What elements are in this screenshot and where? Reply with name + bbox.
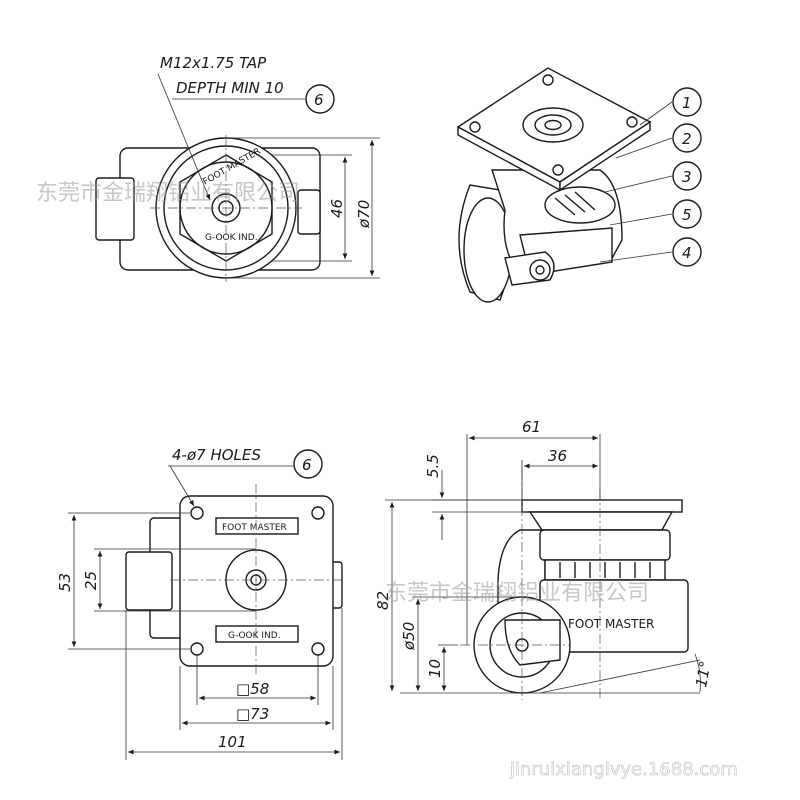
dim-53-text: 53: [56, 573, 74, 592]
iso-boss-hole: [544, 119, 562, 131]
top-view: FOOT MASTER G-OOK IND. M12x1.75 TAP DEPT…: [95, 54, 380, 282]
callout-3-number: 3: [682, 168, 692, 186]
tap-callout-circle: [305, 84, 335, 114]
plan-hole-tr: [311, 506, 325, 520]
plan-view: FOOT MASTER G-OOK IND. 4-ø7 HOLES 6 53 2…: [56, 446, 345, 760]
callout-3-leader: [604, 175, 673, 193]
callout-1-number: 1: [682, 94, 692, 112]
iso-lever-pin-inner: [535, 265, 545, 275]
iso-top-plate: [456, 67, 652, 183]
plan-label-bottom: [215, 625, 299, 643]
tap-callout-number: 6: [314, 91, 324, 109]
iso-view: 1 2 3 5 4: [456, 67, 702, 303]
dim-73-text: □73: [236, 705, 269, 723]
dim-46-text: 46: [328, 199, 346, 218]
side-plate-taper: [528, 511, 674, 531]
holes-callout-number: 6: [302, 456, 312, 474]
side-ring-knurl: [559, 562, 651, 578]
tap-label-line1: M12x1.75 TAP: [160, 54, 267, 72]
dim-10-text: 10: [426, 659, 444, 678]
watermark-text-1: 东莞市金瑞翔铝业有限公司: [36, 181, 300, 206]
plan-hole-bl: [190, 642, 204, 656]
callout-2-leader: [615, 137, 673, 159]
plan-label-bottom-text: G-OOK IND.: [228, 631, 281, 641]
iso-bolt-hole-3: [626, 116, 638, 128]
callout-4-leader: [599, 251, 673, 263]
angle-11-arc: [694, 653, 701, 693]
callout-2-number: 2: [682, 130, 692, 148]
callout-1-circle: [672, 87, 702, 117]
iso-bolt-hole-4: [552, 164, 564, 176]
iso-boss-mid: [534, 114, 572, 136]
dim-5-5-text: 5.5: [424, 454, 442, 478]
plan-wheel: [125, 551, 173, 611]
callout-4-circle: [672, 237, 702, 267]
iso-bolt-hole-1: [469, 121, 481, 133]
iso-adjust-ring: [544, 186, 616, 224]
plan-hole-br: [311, 642, 325, 656]
top-view-lever: [297, 189, 321, 235]
plan-hole-tl: [190, 506, 204, 520]
dim-70-text: ø70: [355, 200, 373, 229]
side-top-plate: [521, 499, 683, 513]
callout-5-leader: [609, 213, 673, 226]
tap-label-line2: DEPTH MIN 10: [176, 79, 284, 97]
side-tilt-line: [539, 659, 701, 694]
plan-label-top: [215, 517, 299, 535]
callout-3-circle: [672, 161, 702, 191]
dim-82-text: 82: [374, 591, 392, 610]
side-body-text: FOOT MASTER: [568, 617, 654, 631]
holes-leader: [169, 465, 195, 507]
side-lever: [504, 619, 561, 666]
holes-callout-circle: [293, 449, 323, 479]
dim-101-text: 101: [218, 733, 247, 751]
callout-1-leader: [639, 101, 673, 126]
watermark-url: jinruixianglvye.1688.com: [509, 759, 738, 780]
iso-top-plate-edge-right: [559, 120, 651, 192]
top-view-wheel: [95, 177, 135, 241]
dim-50-text: ø50: [400, 622, 418, 651]
dim-61-text: 61: [522, 418, 541, 436]
callout-4-number: 4: [682, 244, 692, 262]
dim-36-text: 36: [548, 447, 567, 465]
iso-lever-pin: [529, 259, 551, 281]
callout-2-circle: [672, 123, 702, 153]
top-view-brand-bottom: G-OOK IND.: [205, 233, 258, 243]
side-upper-body: [539, 529, 671, 561]
tap-leader: [157, 73, 211, 201]
dim-25-text: 25: [82, 571, 100, 590]
holes-label: 4-ø7 HOLES: [172, 446, 261, 464]
iso-boss-outer: [522, 107, 584, 143]
watermark-text-2: 东莞市金瑞翔铝业有限公司: [385, 581, 649, 606]
callout-5-number: 5: [682, 206, 692, 224]
angle-11-text: 11°: [692, 659, 714, 688]
side-view: FOOT MASTER 61 36 5.5 82 ø50: [374, 418, 715, 700]
plan-label-top-text: FOOT MASTER: [222, 523, 287, 533]
iso-spring: [554, 191, 596, 216]
dim-58-text: □58: [236, 680, 269, 698]
iso-bolt-hole-2: [542, 74, 554, 86]
callout-5-circle: [672, 199, 702, 229]
